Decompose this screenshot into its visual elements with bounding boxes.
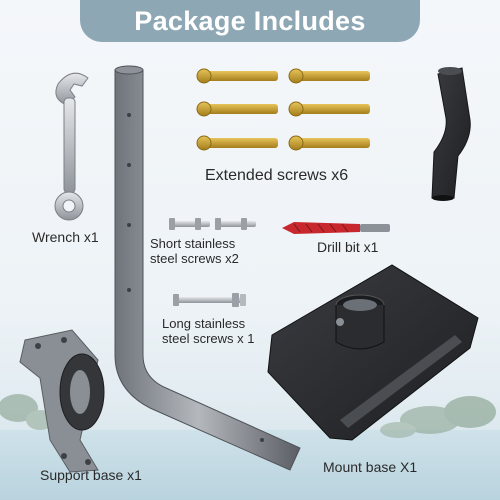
title-banner: Package Includes — [80, 0, 420, 42]
short-screws-label-line2: steel screws x2 — [150, 251, 239, 266]
drill-bit-label: Drill bit x1 — [317, 239, 379, 255]
long-screw-icon — [173, 293, 246, 307]
long-screws-label-line1: Long stainless — [162, 316, 246, 331]
drill-bit-icon — [282, 222, 390, 234]
trees-background — [0, 394, 496, 438]
extended-screws-label: Extended screws x6 — [205, 167, 349, 184]
support-base-label: Support base x1 — [40, 467, 142, 483]
mount-base-icon — [267, 264, 479, 441]
short-screws-label-line1: Short stainless — [150, 236, 236, 251]
long-screws-label-line2: steel screws x 1 — [162, 331, 255, 346]
mount-base-label: Mount base X1 — [323, 459, 418, 475]
wrench-label: Wrench x1 — [32, 229, 99, 245]
pipe-bracket-icon — [114, 65, 301, 471]
wrench-icon — [54, 72, 89, 221]
support-base-icon — [19, 329, 105, 473]
short-screws-icon — [169, 218, 256, 230]
pipe-extension-icon — [431, 67, 471, 201]
page-title: Package Includes — [134, 5, 366, 36]
extended-screws-icon — [196, 68, 370, 151]
